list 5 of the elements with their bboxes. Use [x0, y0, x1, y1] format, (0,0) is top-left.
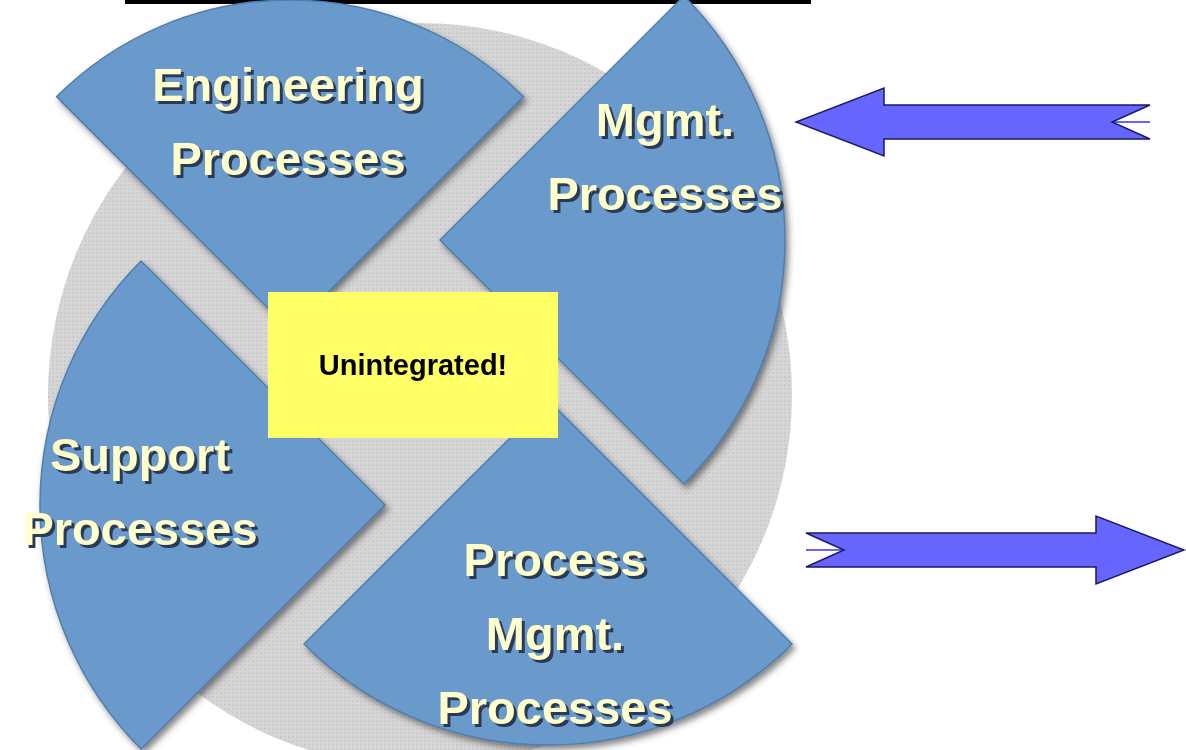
note-box: [268, 292, 558, 438]
wedge-label: Mgmt. Processes: [546, 92, 784, 222]
note-text: Unintegrated!: [317, 347, 509, 383]
wedge-label: Process Mgmt. Processes: [436, 532, 674, 736]
wedge-label: Engineering Processes: [151, 57, 425, 187]
